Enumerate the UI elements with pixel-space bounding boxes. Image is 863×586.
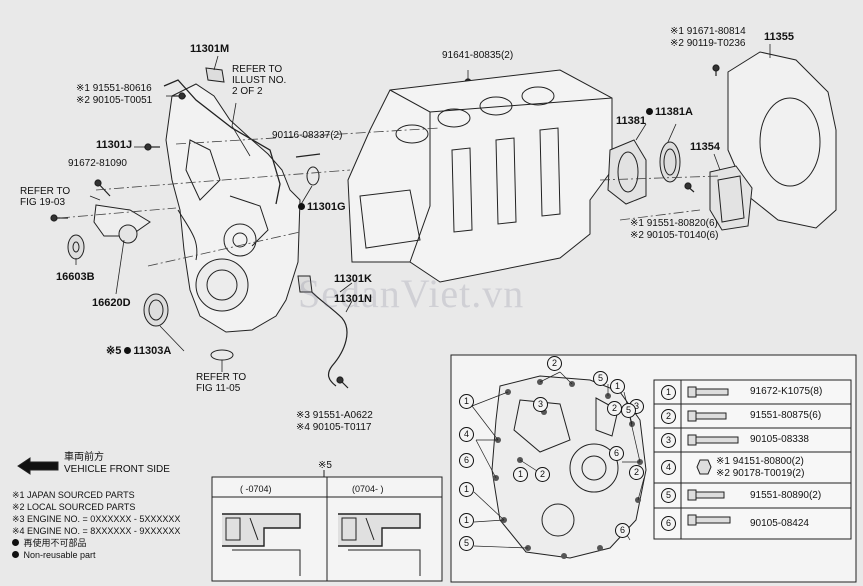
table-row-number: 1 — [661, 385, 676, 400]
sensor-11301m — [205, 67, 225, 83]
vehicle-front-jp: 車両前方 — [64, 452, 104, 463]
non-reusable-dot — [298, 203, 305, 210]
legend-item: ※4 ENGINE NO. = 8XXXXXX - 9XXXXXX — [12, 526, 181, 536]
variant-left-label: ( -0704) — [240, 484, 272, 494]
non-reusable-dot — [12, 539, 19, 546]
label-90116: 90116-08337(2) — [272, 130, 343, 141]
non-reusable-dot — [646, 108, 653, 115]
label-refer-fig19: REFER TO FIG 19-03 — [20, 186, 71, 208]
legend-item-nonreusable-en: Non-reusable part — [12, 550, 96, 561]
detail-callout: 2 — [535, 467, 550, 482]
detail-callout: 2 — [607, 401, 622, 416]
legend-item: ※2 LOCAL SOURCED PARTS — [12, 502, 136, 512]
sensor-wire — [301, 281, 348, 387]
label-11301m: 11301M — [190, 43, 230, 55]
table-row-part: 90105-08424 — [750, 518, 809, 529]
label-91641: 91641-80835(2) — [442, 50, 514, 61]
label-90105-a: ※2 90105-T0051 — [76, 95, 153, 106]
label-91551-c: ※3 91551-A0622 — [296, 410, 373, 421]
table-row: 5 91551-80890(2) — [654, 483, 851, 508]
table-row-part: ※1 94151-80800(2) ※2 90178-T0019(2) — [716, 456, 805, 479]
label-90105-c: ※4 90105-T0117 — [296, 422, 372, 433]
legend-item: ※1 JAPAN SOURCED PARTS — [12, 490, 135, 500]
table-row-part: 90105-08338 — [750, 434, 809, 445]
detail-callout: 1 — [459, 394, 474, 409]
leader-lines — [75, 44, 771, 372]
detail-callout: 2 — [629, 465, 644, 480]
label-16603b: 16603B — [56, 271, 95, 283]
label-11303a: ※5 11303A — [106, 345, 172, 357]
detail-callout: 1 — [459, 482, 474, 497]
table-row-part: 91551-80875(6) — [750, 410, 822, 421]
label-90119: ※2 90119-T0236 — [670, 38, 746, 49]
detail-callout: 6 — [615, 523, 630, 538]
o-ring — [210, 349, 234, 361]
detail-callout: 5 — [459, 536, 474, 551]
label-16620d: 16620D — [92, 297, 131, 309]
front-oil-seal — [143, 293, 169, 327]
label-11354: 11354 — [690, 141, 720, 153]
label-90105-b: ※2 90105-T0140(6) — [630, 230, 719, 241]
label-11301j: 11301J — [96, 139, 133, 151]
detail-callout: 3 — [533, 397, 548, 412]
label-11301g: 11301G — [298, 202, 346, 213]
label-91671: ※1 91671-80814 — [670, 26, 746, 37]
detail-callout: 5 — [593, 371, 608, 386]
table-row-number: 4 — [661, 460, 676, 475]
variant-right-label: (0704- ) — [352, 484, 384, 494]
idler-pulley — [67, 204, 151, 260]
table-row-number: 5 — [661, 488, 676, 503]
table-row: 4 ※1 94151-80800(2) ※2 90178-T0019(2) — [654, 452, 851, 483]
label-91551-a: ※1 91551-80616 — [76, 83, 152, 94]
label-refer-illust: REFER TO ILLUST NO. 2 OF 2 — [232, 64, 287, 97]
variant-star5: ※5 — [318, 460, 332, 471]
table-row-part: 91672-K1075(8) — [750, 386, 823, 397]
vehicle-front-en: VEHICLE FRONT SIDE — [64, 464, 170, 475]
timing-cover — [165, 83, 301, 333]
watermark: SedanViet.vn — [298, 271, 525, 316]
o-ring-small — [306, 166, 320, 186]
detail-callout: 2 — [547, 356, 562, 371]
label-91672: 91672-81090 — [68, 158, 127, 169]
label-11381a: 11381A — [646, 107, 693, 118]
label-11381: 11381 — [616, 115, 646, 127]
table-row-part: 91551-80890(2) — [750, 490, 822, 501]
detail-callout: 6 — [459, 453, 474, 468]
detail-callout: 1 — [513, 467, 528, 482]
bolt-table — [653, 379, 852, 540]
table-row: 3 90105-08338 — [654, 428, 851, 452]
variant-boxes — [211, 470, 443, 582]
label-91551-b: ※1 91551-80820(6) — [630, 218, 718, 229]
table-row: 2 91551-80875(6) — [654, 404, 851, 428]
table-row: 6 90105-08424 — [654, 508, 851, 539]
detail-callout: 1 — [610, 379, 625, 394]
table-row-number: 2 — [661, 409, 676, 424]
label-11301n: 11301N — [334, 293, 372, 305]
label-11355: 11355 — [764, 31, 794, 43]
detail-callout: 6 — [609, 446, 624, 461]
detail-callout: 5 — [621, 403, 636, 418]
end-plate — [709, 51, 837, 231]
cylinder-block — [347, 69, 613, 283]
legend-item-nonreusable-jp: 再使用不可部品 — [12, 538, 87, 549]
label-refer-fig11: REFER TO FIG 11-05 — [196, 372, 247, 394]
non-reusable-dot — [124, 347, 132, 354]
rear-oil-seal — [659, 141, 681, 183]
detail-callout: 4 — [459, 427, 474, 442]
cover-gasket — [163, 79, 281, 205]
non-reusable-dot — [12, 551, 19, 558]
legend-item: ※3 ENGINE NO. = 0XXXXXX - 5XXXXXX — [12, 514, 181, 524]
detail-callout: 1 — [459, 513, 474, 528]
vehicle-front-arrow — [17, 457, 59, 475]
table-row-number: 6 — [661, 516, 676, 531]
rear-seal-retainer — [607, 139, 647, 205]
table-row-number: 3 — [661, 433, 676, 448]
table-row: 1 91672-K1075(8) — [654, 380, 851, 404]
label-11301k: 11301K — [334, 273, 372, 285]
